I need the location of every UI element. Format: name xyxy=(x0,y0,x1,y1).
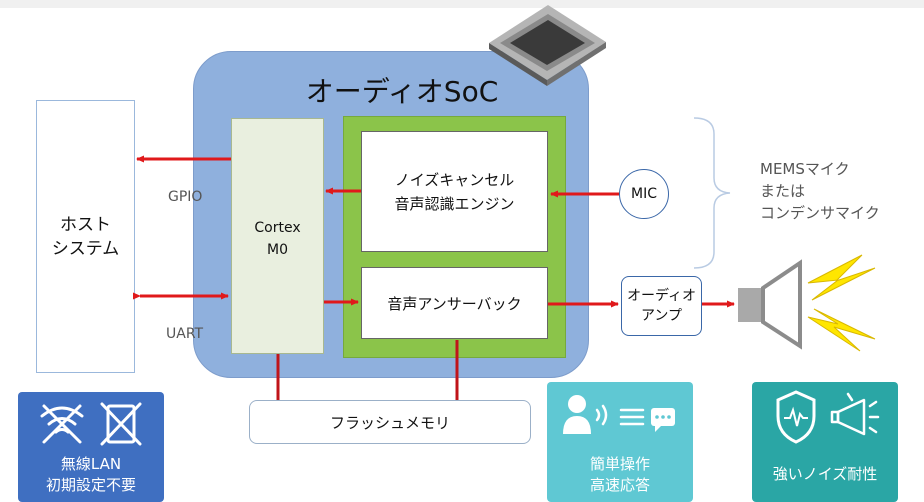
noise-cancel-line1: ノイズキャンセル xyxy=(394,170,515,189)
host-system-block: ホスト システム xyxy=(36,100,135,373)
cortex-label-line2: M0 xyxy=(267,242,288,258)
badge-noise-resistance: 強いノイズ耐性 xyxy=(752,382,898,502)
badge-wireless-line1: 無線LAN xyxy=(60,455,122,473)
noise-cancel-engine-block: ノイズキャンセル 音声認識エンジン xyxy=(361,131,548,252)
noise-cancel-line2: 音声認識エンジン xyxy=(394,194,515,213)
mic-label: MIC xyxy=(631,186,657,202)
top-band xyxy=(0,0,924,8)
mems-bracket xyxy=(693,117,731,269)
voice-command-icon xyxy=(563,395,675,434)
no-setup-icon xyxy=(100,402,142,446)
flash-label: フラッシュメモリ xyxy=(329,413,450,432)
shield-icon xyxy=(776,390,816,444)
soc-chip-icon xyxy=(489,5,606,86)
badge-easy-operation: 簡単操作 高速応答 xyxy=(547,382,693,502)
amp-label-line2: アンプ xyxy=(640,308,683,324)
gpio-label: GPIO xyxy=(168,189,203,205)
badge-noise-line1: 強いノイズ耐性 xyxy=(772,465,878,483)
badge-wireless-lan: 無線LAN 初期設定不要 xyxy=(18,392,164,502)
sound-bolt-icon xyxy=(807,254,876,352)
cortex-label-line1: Cortex xyxy=(254,220,301,236)
badge-easy-line2: 高速応答 xyxy=(589,476,650,494)
host-label-line2: システム xyxy=(51,238,120,259)
amp-label-line1: オーディオ xyxy=(626,288,697,304)
mic-block: MIC xyxy=(619,169,669,219)
mems-note-line2: または xyxy=(760,182,806,200)
no-wifi-icon xyxy=(40,404,84,444)
cortex-m0-block: Cortex M0 xyxy=(231,118,324,354)
host-label-line1: ホスト xyxy=(60,214,111,235)
audio-amp-block: オーディオ アンプ xyxy=(621,276,702,336)
megaphone-icon xyxy=(830,392,880,436)
uart-label: UART xyxy=(166,326,204,342)
mems-note-line3: コンデンサマイク xyxy=(760,204,880,222)
mems-note: MEMSマイク または コンデンサマイク xyxy=(760,158,924,224)
soc-title: オーディオSoC xyxy=(305,75,499,108)
speaker-icon xyxy=(738,259,802,350)
flash-memory-block: フラッシュメモリ xyxy=(249,400,531,444)
mems-note-line1: MEMSマイク xyxy=(760,160,850,178)
badge-wireless-line2: 初期設定不要 xyxy=(45,476,136,494)
answerback-block: 音声アンサーバック xyxy=(361,267,548,339)
badge-easy-line1: 簡単操作 xyxy=(589,455,650,473)
answerback-label: 音声アンサーバック xyxy=(387,294,522,313)
